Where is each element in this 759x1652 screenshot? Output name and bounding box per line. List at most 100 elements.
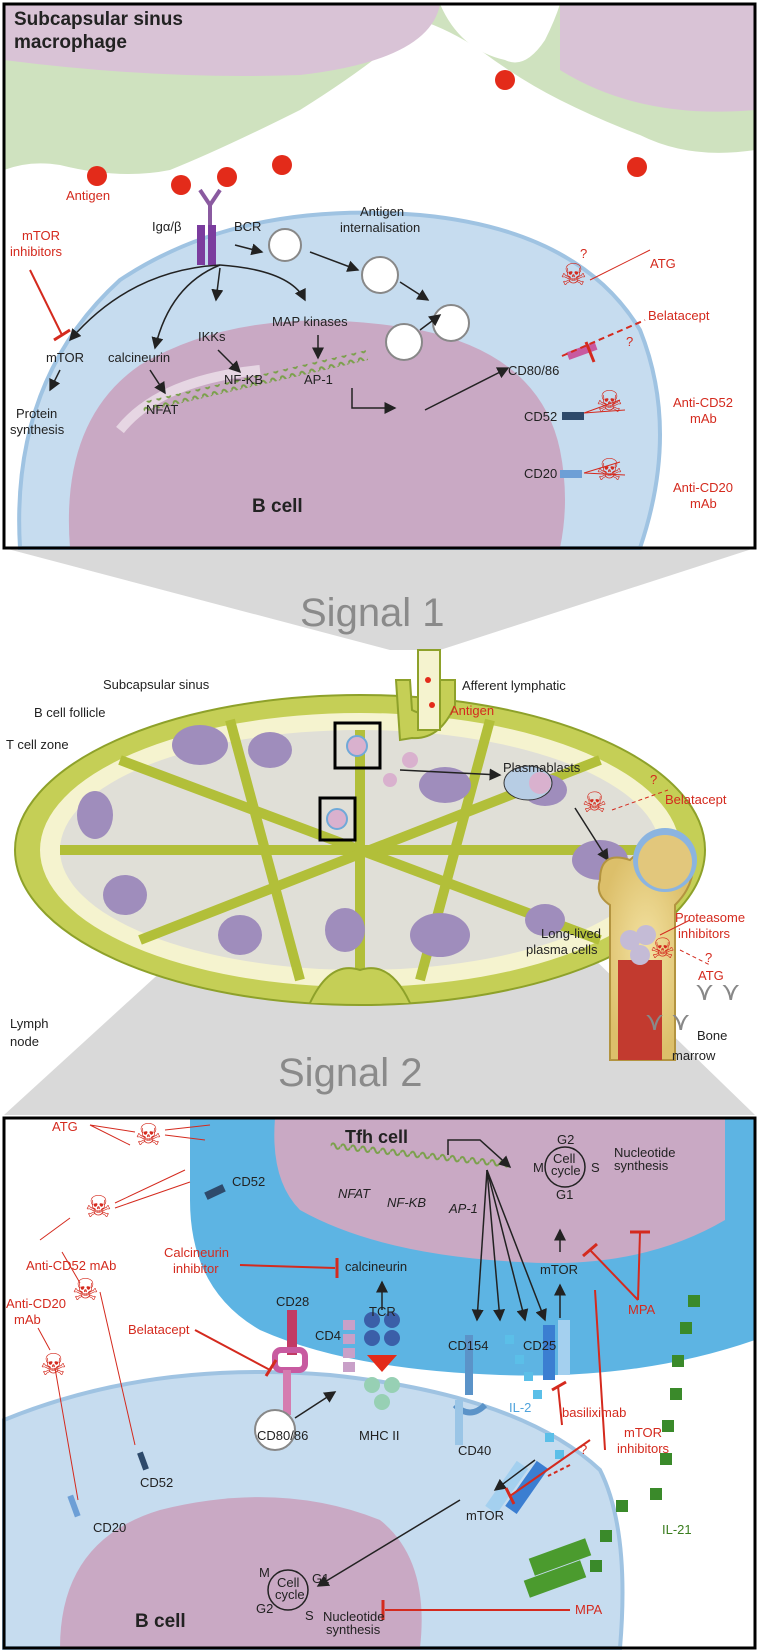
top-panel: ☠ ☠ ☠ xyxy=(2,2,757,550)
calcineurin-inhibitor-label-2: inhibitor xyxy=(173,1261,219,1276)
tfh-g2-label: G2 xyxy=(557,1132,574,1147)
svg-text:☠: ☠ xyxy=(596,386,623,419)
tfh-m-label: M xyxy=(533,1160,544,1175)
tfh-cell-cycle-label-2: cycle xyxy=(551,1163,581,1178)
bottom-cd80-86-label: CD80/86 xyxy=(257,1428,308,1443)
bottom-question-label: ? xyxy=(580,1442,587,1457)
node-belatacept-label: Belatacept xyxy=(665,792,727,807)
bcell-mtor-label: mTOR xyxy=(466,1508,504,1523)
cd4-label: CD4 xyxy=(315,1328,341,1343)
lymph-node xyxy=(14,649,706,1006)
belatacept-label: Belatacept xyxy=(648,308,710,323)
svg-text:☠: ☠ xyxy=(72,1274,99,1307)
bone-marrow-label: Bone xyxy=(697,1028,727,1043)
il2-label: IL-2 xyxy=(509,1400,531,1415)
bcell-cell-cycle-label: Cell xyxy=(277,1575,300,1590)
svg-text:☠: ☠ xyxy=(135,1119,162,1152)
proteasome-label-2: inhibitors xyxy=(678,926,731,941)
node-question-2: ? xyxy=(705,950,712,965)
bottom-bcell-nucleus xyxy=(60,1497,422,1648)
bottom-cd20-label: CD20 xyxy=(93,1520,126,1535)
nfat-label: NFAT xyxy=(146,402,178,417)
svg-text:☠: ☠ xyxy=(582,787,607,818)
bottom-cd52-label: CD52 xyxy=(140,1475,173,1490)
svg-text:☠: ☠ xyxy=(596,454,623,487)
mhc2-label: MHC II xyxy=(359,1428,399,1443)
cd52-label: CD52 xyxy=(524,409,557,424)
bcell-s-label: S xyxy=(305,1608,314,1623)
svg-text:☠: ☠ xyxy=(85,1191,112,1224)
svg-text:☠: ☠ xyxy=(560,259,587,292)
ig-ab-label: Igα/β xyxy=(152,219,181,234)
macrophage-purple-right xyxy=(560,4,755,112)
macrophage-title-2: macrophage xyxy=(14,32,127,53)
tfh-nucleotide-label-2: synthesis xyxy=(614,1158,669,1173)
bcr-label: BCR xyxy=(234,219,261,234)
tfh-cell-cycle-label: Cell xyxy=(553,1151,576,1166)
bone-marrow: ⋎ ⋎ ⋎ ⋎ ☠ ☠ xyxy=(503,765,740,1061)
protein-synthesis-label-2: synthesis xyxy=(10,422,65,437)
tcr-label: TCR xyxy=(369,1304,396,1319)
plasmablasts-label: Plasmablasts xyxy=(503,760,581,775)
bottom-mtor-inhibitors-label: mTOR xyxy=(624,1425,662,1440)
anti-cd52-label: Anti-CD52 xyxy=(673,395,733,410)
question-1: ? xyxy=(580,246,587,261)
top-nucleus xyxy=(68,320,565,548)
bcell-nucleotide-label: Nucleotide xyxy=(323,1609,384,1624)
tfh-mtor-label: mTOR xyxy=(540,1262,578,1277)
long-lived-label-2: plasma cells xyxy=(526,942,598,957)
afferent-lymphatic-label: Afferent lymphatic xyxy=(462,678,566,693)
bottom-belatacept-label: Belatacept xyxy=(128,1322,190,1337)
bottom-cd52-top-label: CD52 xyxy=(232,1174,265,1189)
cd25-label: CD25 xyxy=(523,1338,556,1353)
cd28-label: CD28 xyxy=(276,1294,309,1309)
bcell-nucleotide-label-2: synthesis xyxy=(326,1622,381,1637)
bottom-anti-cd52-label: Anti-CD52 mAb xyxy=(26,1258,116,1273)
bottom-panel: ☠ ☠ ☠ ☠ xyxy=(2,1116,757,1650)
bcell-g1-label: G1 xyxy=(312,1571,329,1586)
lymph-node-label-2: node xyxy=(10,1034,39,1049)
antigen-internalisation-label-2: internalisation xyxy=(340,220,420,235)
bottom-anti-cd20-label-2: mAb xyxy=(14,1312,41,1327)
tfh-nfkb-label: NF-KB xyxy=(387,1195,426,1210)
cd40-label: CD40 xyxy=(458,1443,491,1458)
protein-synthesis-label: Protein xyxy=(16,406,57,421)
signal1-funnel xyxy=(4,548,755,650)
tfh-calcineurin-label: calcineurin xyxy=(345,1259,407,1274)
tfh-nfat-label: NFAT xyxy=(338,1186,371,1201)
node-question-1: ? xyxy=(650,772,657,787)
t-cell-zone-label: T cell zone xyxy=(6,737,69,752)
b-cell-follicle-label: B cell follicle xyxy=(34,705,106,720)
anti-cd20-label: Anti-CD20 xyxy=(673,480,733,495)
map-kinases-label: MAP kinases xyxy=(272,314,348,329)
basiliximab-label: basiliximab xyxy=(562,1405,626,1420)
ap1-label: AP-1 xyxy=(304,372,333,387)
bottom-bcell-title: B cell xyxy=(135,1611,186,1632)
lymph-node-label: Lymph xyxy=(10,1016,49,1031)
signal1-label: Signal 1 xyxy=(300,591,445,635)
il21-label: IL-21 xyxy=(662,1522,692,1537)
tfh-g1-label: G1 xyxy=(556,1187,573,1202)
svg-text:☠: ☠ xyxy=(40,1349,67,1382)
node-antigen-label: Antigen xyxy=(450,703,494,718)
mpa-bottom-label: MPA xyxy=(575,1602,603,1617)
long-lived-label: Long-lived xyxy=(541,926,601,941)
anti-cd20-label-2: mAb xyxy=(690,496,717,511)
cd20-label: CD20 xyxy=(524,466,557,481)
atg-label: ATG xyxy=(650,256,676,271)
mtor-inhibitors-label: mTOR xyxy=(22,228,60,243)
subcapsular-sinus-label: Subcapsular sinus xyxy=(103,677,210,692)
macrophage-title: Subcapsular sinus xyxy=(14,9,183,30)
svg-text:⋎ ⋎: ⋎ ⋎ xyxy=(695,976,740,1006)
proteasome-label: Proteasome xyxy=(675,910,745,925)
macrophage-purple-left xyxy=(4,4,440,76)
mpa-top-label: MPA xyxy=(628,1302,656,1317)
antigen-label: Antigen xyxy=(66,188,110,203)
cd80-86-label: CD80/86 xyxy=(508,363,559,378)
svg-text:⋎ ⋎: ⋎ ⋎ xyxy=(645,1006,690,1036)
mtor-label: mTOR xyxy=(46,350,84,365)
mtor-inhibitors-label-2: inhibitors xyxy=(10,244,63,259)
calcineurin-inhibitor-label: Calcineurin xyxy=(164,1245,229,1260)
bcell-g2-label: G2 xyxy=(256,1601,273,1616)
